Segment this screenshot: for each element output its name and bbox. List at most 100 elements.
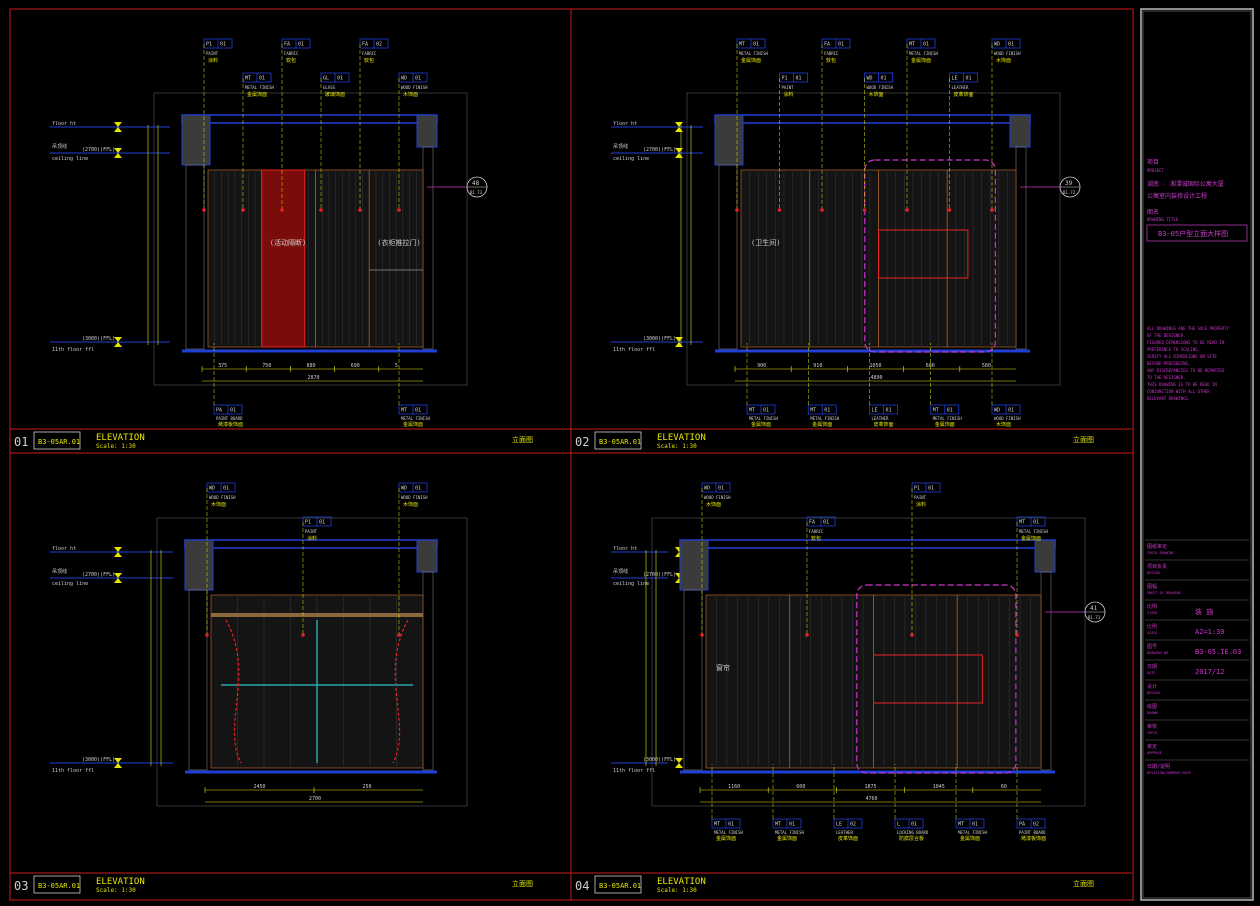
material-tag-en-bottom: PAINT BOARD xyxy=(1019,830,1046,835)
ceiling-tag: (2700)(FFL) xyxy=(643,147,676,153)
material-tag-code: FA xyxy=(362,42,368,48)
row-label-en: APPROVE xyxy=(1147,751,1162,755)
material-tag-code: FA xyxy=(824,42,830,48)
material-tag-code: WD xyxy=(704,486,710,492)
row-label-en: DESIGN xyxy=(1147,571,1160,575)
material-tag-cn: 皮革饰面 xyxy=(954,91,974,98)
level-ceiling-marker xyxy=(114,148,122,153)
material-tag-cn: 木饰面 xyxy=(996,57,1011,64)
material-tag-en-bottom: LEATHER xyxy=(836,830,853,835)
row-value: A2=1:30 xyxy=(1195,628,1225,636)
material-tag-num-bottom: 01 xyxy=(972,822,978,828)
panel-scale: Scale: 1:30 xyxy=(96,443,136,450)
panel-number: 02 xyxy=(575,435,589,449)
drawing-code: B3-05AR.01 xyxy=(599,882,641,890)
material-tag-cn-bottom: 金属饰面 xyxy=(716,835,736,842)
dimension-value: 1160 xyxy=(728,784,740,790)
row-label: 日期 xyxy=(1147,664,1157,670)
material-tag-code-bottom: PA xyxy=(1019,822,1025,828)
curtain-right xyxy=(392,619,409,764)
material-tag-en: WOOD FINISH xyxy=(704,495,731,500)
ffl-tag: (3000)(FFL) xyxy=(643,757,676,763)
material-tag-code-bottom: PA xyxy=(216,408,222,414)
material-tag-code-bottom: L xyxy=(897,822,900,828)
right-beam xyxy=(1034,539,1056,573)
ceiling-en-label: ceiling line xyxy=(613,156,649,162)
title-block-border xyxy=(1140,8,1254,901)
material-tag-en: WOOD FINISH xyxy=(401,495,428,500)
reference-frame xyxy=(156,517,468,807)
ceiling-cn-label: 吊顶线 xyxy=(52,568,67,575)
right-wall xyxy=(1015,146,1027,350)
note-line: VERIFY ALL DIMENSIONS ON SITE xyxy=(1147,354,1217,359)
leader-dot xyxy=(1015,633,1019,637)
material-tag-num: 01 xyxy=(1033,520,1039,526)
material-tag-code-bottom: LE xyxy=(872,408,878,414)
material-tag-code-bottom: MT xyxy=(714,822,720,828)
material-tag-cn-bottom: 木饰面 xyxy=(996,421,1011,428)
material-tag-num: 01 xyxy=(259,76,265,82)
level-ffl-marker xyxy=(114,337,122,342)
material-tag-cn: 涂料 xyxy=(784,91,794,98)
level-ffl-marker xyxy=(675,337,683,342)
drawing-code-box xyxy=(33,431,81,450)
material-tag-cn: 木饰面 xyxy=(403,501,418,508)
level-floor-top-marker-b xyxy=(675,127,683,132)
material-tag-en: PAINT xyxy=(782,85,795,90)
floor-label: 11th floor ffl xyxy=(52,768,94,774)
material-tag-code: FA xyxy=(284,42,290,48)
ceiling-tag: (2700)(FFL) xyxy=(82,147,115,153)
drawing-code-box xyxy=(594,875,642,894)
dimension-value: 910 xyxy=(813,363,822,369)
project-name-line2: 公寓室内装修设计工程 xyxy=(1147,192,1207,200)
row-label: 比例 xyxy=(1147,603,1157,610)
dimension-value: 1875 xyxy=(865,784,877,790)
level-top-label: floor ht xyxy=(613,121,637,127)
material-tag-cn-bottom: 皮革饰面 xyxy=(838,835,858,842)
note-line: OF THE DESIGNER. xyxy=(1147,333,1186,338)
leader-dot xyxy=(397,633,401,637)
row-value: 2017/12 xyxy=(1195,668,1225,676)
level-ceiling-marker-b xyxy=(114,578,122,583)
dimension-value: 250 xyxy=(363,784,372,790)
material-tag-num: 01 xyxy=(796,76,802,82)
row-label-en: DESIGN xyxy=(1147,691,1160,695)
annotation-label: 窗帘 xyxy=(716,663,730,672)
left-wall xyxy=(718,164,738,350)
level-ceiling-marker xyxy=(675,148,683,153)
leader-dot xyxy=(735,208,739,212)
dimension-value: 600 xyxy=(796,784,805,790)
material-tag-cn-bottom: 烤漆板饰面 xyxy=(1021,835,1046,842)
ceiling-slab xyxy=(714,114,1031,124)
material-tag-code: MT xyxy=(739,42,745,48)
material-tag-num-bottom: 01 xyxy=(728,822,734,828)
left-beam xyxy=(181,114,211,166)
note-line: RELEVANT DRAWINGS. xyxy=(1147,396,1190,401)
dimension-value: 2450 xyxy=(254,784,266,790)
material-tag-cn: 软包 xyxy=(826,57,836,64)
material-tag-code: LE xyxy=(952,76,958,82)
material-tag-code: MT xyxy=(245,76,251,82)
material-tag-cn: 涂料 xyxy=(208,57,218,64)
panel-scale: Scale: 1:30 xyxy=(657,887,697,894)
material-tag-num-bottom: 01 xyxy=(947,408,953,414)
total-dimension: 4890 xyxy=(871,375,883,381)
dimension-value: 750 xyxy=(262,363,271,369)
leader-dot xyxy=(205,633,209,637)
leader-dot xyxy=(397,208,401,212)
dimension-value: 1045 xyxy=(933,784,945,790)
drawing-code-box xyxy=(33,875,81,894)
dimension-value: 880 xyxy=(307,363,316,369)
row-label: 项目负责 xyxy=(1147,563,1167,570)
material-tag-cn: 金属饰面 xyxy=(247,91,267,98)
right-wall xyxy=(422,146,434,350)
annotation-partition: (活动隔断) xyxy=(270,238,306,247)
reference-frame xyxy=(651,517,1086,807)
ffl-tag: (3000)(FFL) xyxy=(82,757,115,763)
row-label-en: CHECK xyxy=(1147,731,1158,735)
section-number: 41 xyxy=(1090,605,1098,612)
level-ffl-marker xyxy=(675,758,683,763)
material-tag-code: MT xyxy=(1019,520,1025,526)
